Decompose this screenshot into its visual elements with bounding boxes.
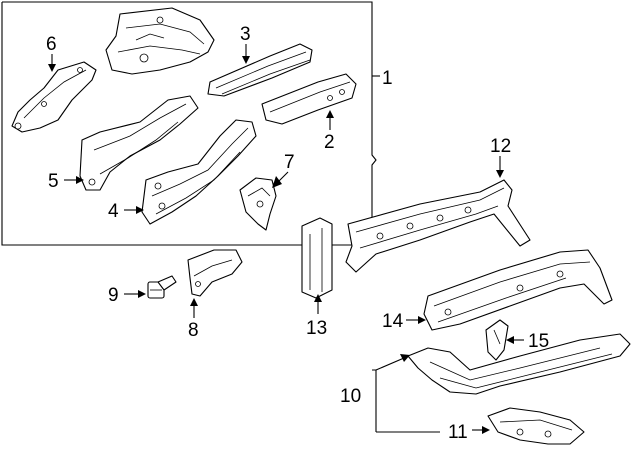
callout-6: 6 (46, 34, 57, 55)
callout-12: 12 (490, 136, 511, 157)
part-1-upper-apron (105, 7, 215, 75)
part-15-reinforcement (485, 319, 509, 361)
group-box-1 (1, 1, 377, 246)
callout-4: 4 (108, 201, 119, 222)
part-13-reinforcement (301, 217, 333, 299)
callout-14: 14 (382, 311, 404, 332)
callout-1: 1 (382, 68, 393, 89)
callout-13: 13 (306, 318, 327, 339)
part-5-side-member (79, 95, 199, 191)
part-7-bracket (239, 177, 277, 231)
callout-3: 3 (240, 24, 251, 45)
part-10-rocker (407, 333, 631, 395)
part-4-side-member-rear (141, 119, 257, 225)
part-3-rail (207, 43, 313, 97)
callout-15: 15 (528, 331, 549, 352)
callout-10: 10 (340, 386, 361, 407)
callout-7: 7 (284, 152, 295, 173)
part-6-bracket (11, 61, 97, 133)
callout-8: 8 (188, 320, 199, 341)
part-9-bolt (147, 275, 177, 299)
part-8-bracket (187, 249, 243, 297)
callout-5: 5 (48, 171, 59, 192)
callout-9: 9 (108, 285, 119, 306)
leader-lines (48, 44, 524, 434)
callout-2: 2 (324, 132, 335, 153)
part-12-crossmember (345, 179, 531, 273)
part-14-crossmember-rear (423, 249, 613, 331)
callout-11: 11 (448, 422, 468, 443)
part-11-rocker-extension (487, 407, 585, 445)
part-2-rail-extension (261, 73, 357, 125)
